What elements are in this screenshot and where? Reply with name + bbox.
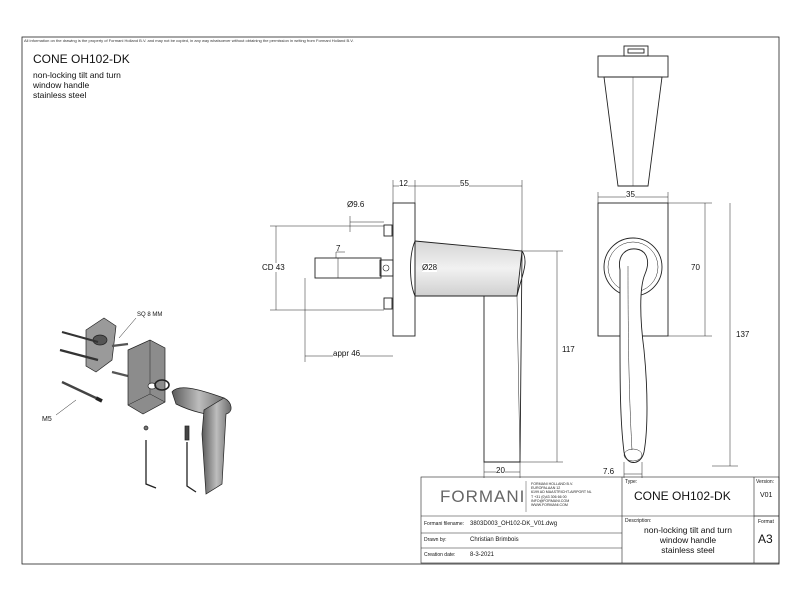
title-block xyxy=(420,476,780,564)
description-label: Description: xyxy=(625,518,652,524)
callout-leaders xyxy=(55,317,137,416)
creation-date-label: Creation date: xyxy=(424,552,456,558)
address-line-2: EUROPALAAN 12 xyxy=(531,486,561,491)
dim-20: 20 xyxy=(496,466,505,475)
type-label: Type: xyxy=(625,479,638,485)
tb-description-line-2: window handle xyxy=(659,535,717,545)
tb-description-line-3: stainless steel xyxy=(661,545,715,555)
version-label: Version: xyxy=(756,479,775,485)
address-line-4: T +31 (0)43 306 66 00 xyxy=(531,494,567,499)
front-view xyxy=(597,202,669,463)
filename-label: Formani filename: xyxy=(424,521,465,527)
dim-appr-46: appr 46 xyxy=(333,349,361,358)
dim-137: 137 xyxy=(736,330,750,339)
address-line-3: 6199 AD MAASTRICHT-AIRPORT NL xyxy=(531,490,592,495)
format-label: Format xyxy=(758,519,774,525)
exploded-view xyxy=(59,317,232,495)
dim-cd-43: CD 43 xyxy=(262,263,285,272)
format-value: A3 xyxy=(758,532,773,546)
dim-7-6: 7.6 xyxy=(603,467,615,476)
dimension-lines xyxy=(270,180,738,478)
type-value: CONE OH102-DK xyxy=(634,489,731,503)
description-line-3: stainless steel xyxy=(33,90,87,100)
drawing-title: CONE OH102-DK xyxy=(33,52,130,66)
side-view xyxy=(314,202,526,463)
address-block: FORMANI HOLLAND B.V. EUROPALAAN 12 6199 … xyxy=(531,482,592,507)
description-line-2: window handle xyxy=(33,80,90,90)
dim-70: 70 xyxy=(691,263,700,272)
formani-logo: FORMANI xyxy=(440,487,526,506)
top-view xyxy=(597,45,669,187)
dim-dia-28: Ø28 xyxy=(422,263,438,272)
callout-m5: M5 xyxy=(42,416,52,423)
filename-value: 3803D003_OH102-DK_V01.dwg xyxy=(470,521,558,527)
drawn-by-label: Drawn by: xyxy=(424,537,447,543)
dim-7: 7 xyxy=(336,244,341,253)
version-value: V01 xyxy=(760,492,773,499)
disclaimer-text: All information on the drawing is the pr… xyxy=(24,38,354,43)
dim-55: 55 xyxy=(460,179,469,188)
dim-12: 12 xyxy=(399,179,408,188)
title-block-description: non-locking tilt and turn window handle … xyxy=(628,525,748,555)
address-line-1: FORMANI HOLLAND B.V. xyxy=(531,482,574,486)
dim-35: 35 xyxy=(626,190,635,199)
callout-sq-8mm: SQ 8 MM xyxy=(137,312,163,318)
tb-description-line-1: non-locking tilt and turn xyxy=(644,525,732,535)
description-line-1: non-locking tilt and turn xyxy=(33,70,121,80)
sheet-border xyxy=(21,36,780,565)
address-line-5: INFO@FORMANI.COM xyxy=(531,498,570,503)
address-line-6: WWW.FORMANI.COM xyxy=(531,503,568,508)
creation-date-value: 8-3-2021 xyxy=(470,552,495,558)
drawn-by-value: Christian Brimbois xyxy=(470,537,519,543)
dim-117: 117 xyxy=(562,345,575,354)
dim-dia-9-6: Ø9.6 xyxy=(347,200,365,209)
